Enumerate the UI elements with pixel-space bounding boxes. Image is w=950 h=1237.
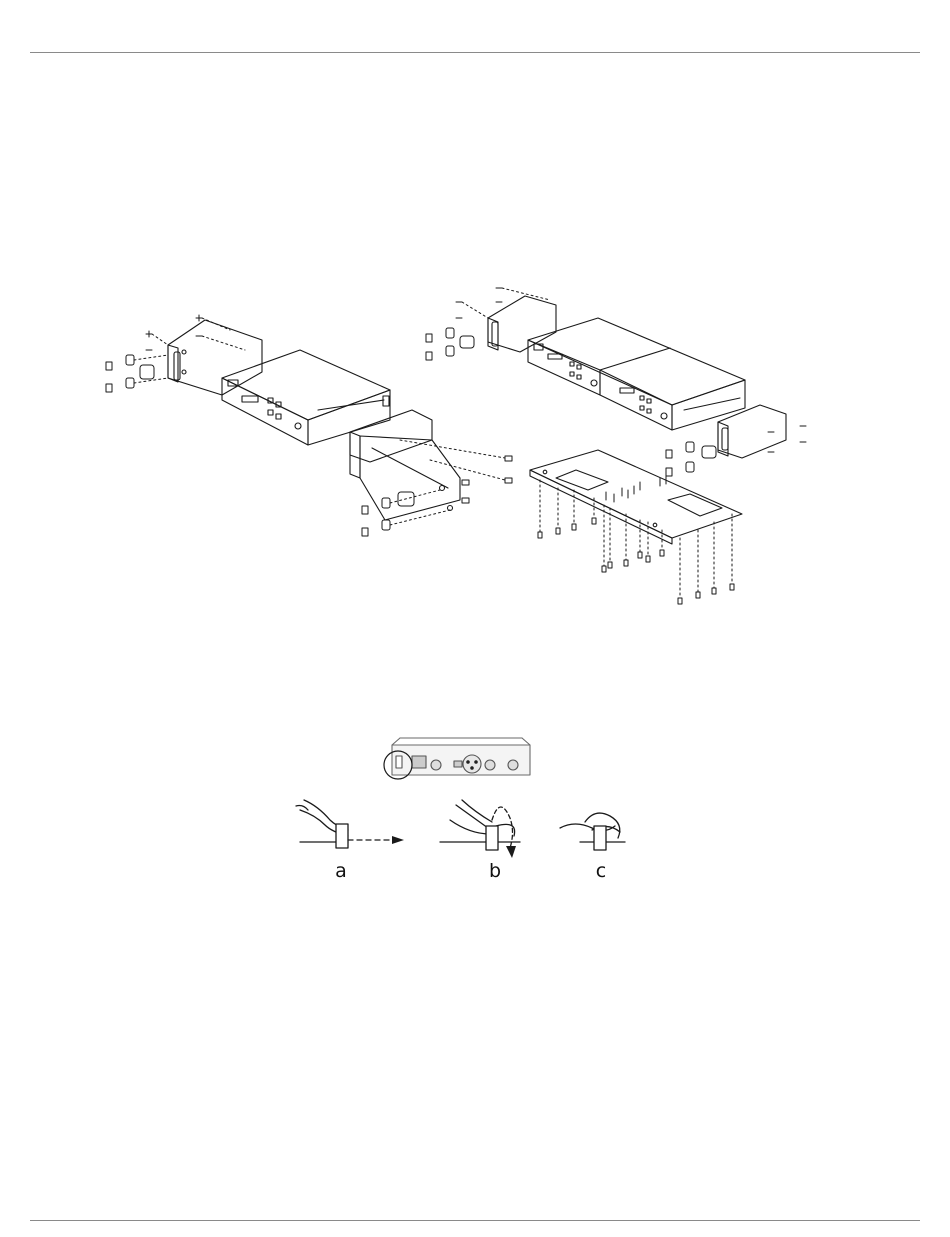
arrow-icon bbox=[392, 836, 404, 844]
single-unit-rack-diagram bbox=[106, 315, 512, 536]
rear-panel-illustration bbox=[384, 738, 530, 779]
cable-step-c bbox=[560, 813, 625, 850]
footer-rule bbox=[30, 1220, 920, 1221]
step-label-a: a bbox=[326, 860, 356, 882]
dual-screws-right bbox=[666, 426, 806, 476]
cable-step-b bbox=[440, 800, 520, 858]
receiver-chassis-single bbox=[222, 350, 390, 445]
left-rack-ear bbox=[168, 320, 262, 395]
joining-plate bbox=[530, 450, 742, 544]
dual-unit-rack-diagram bbox=[426, 288, 806, 604]
cable-step-a bbox=[296, 800, 404, 848]
step-label-b: b bbox=[480, 860, 510, 882]
step-label-c: c bbox=[586, 860, 616, 882]
right-rack-bracket bbox=[350, 410, 460, 520]
dual-left-rack-ear bbox=[488, 296, 556, 352]
plate-screws bbox=[538, 476, 734, 604]
receiver-chassis-dual bbox=[528, 318, 745, 430]
arrow-down-icon bbox=[506, 846, 516, 858]
